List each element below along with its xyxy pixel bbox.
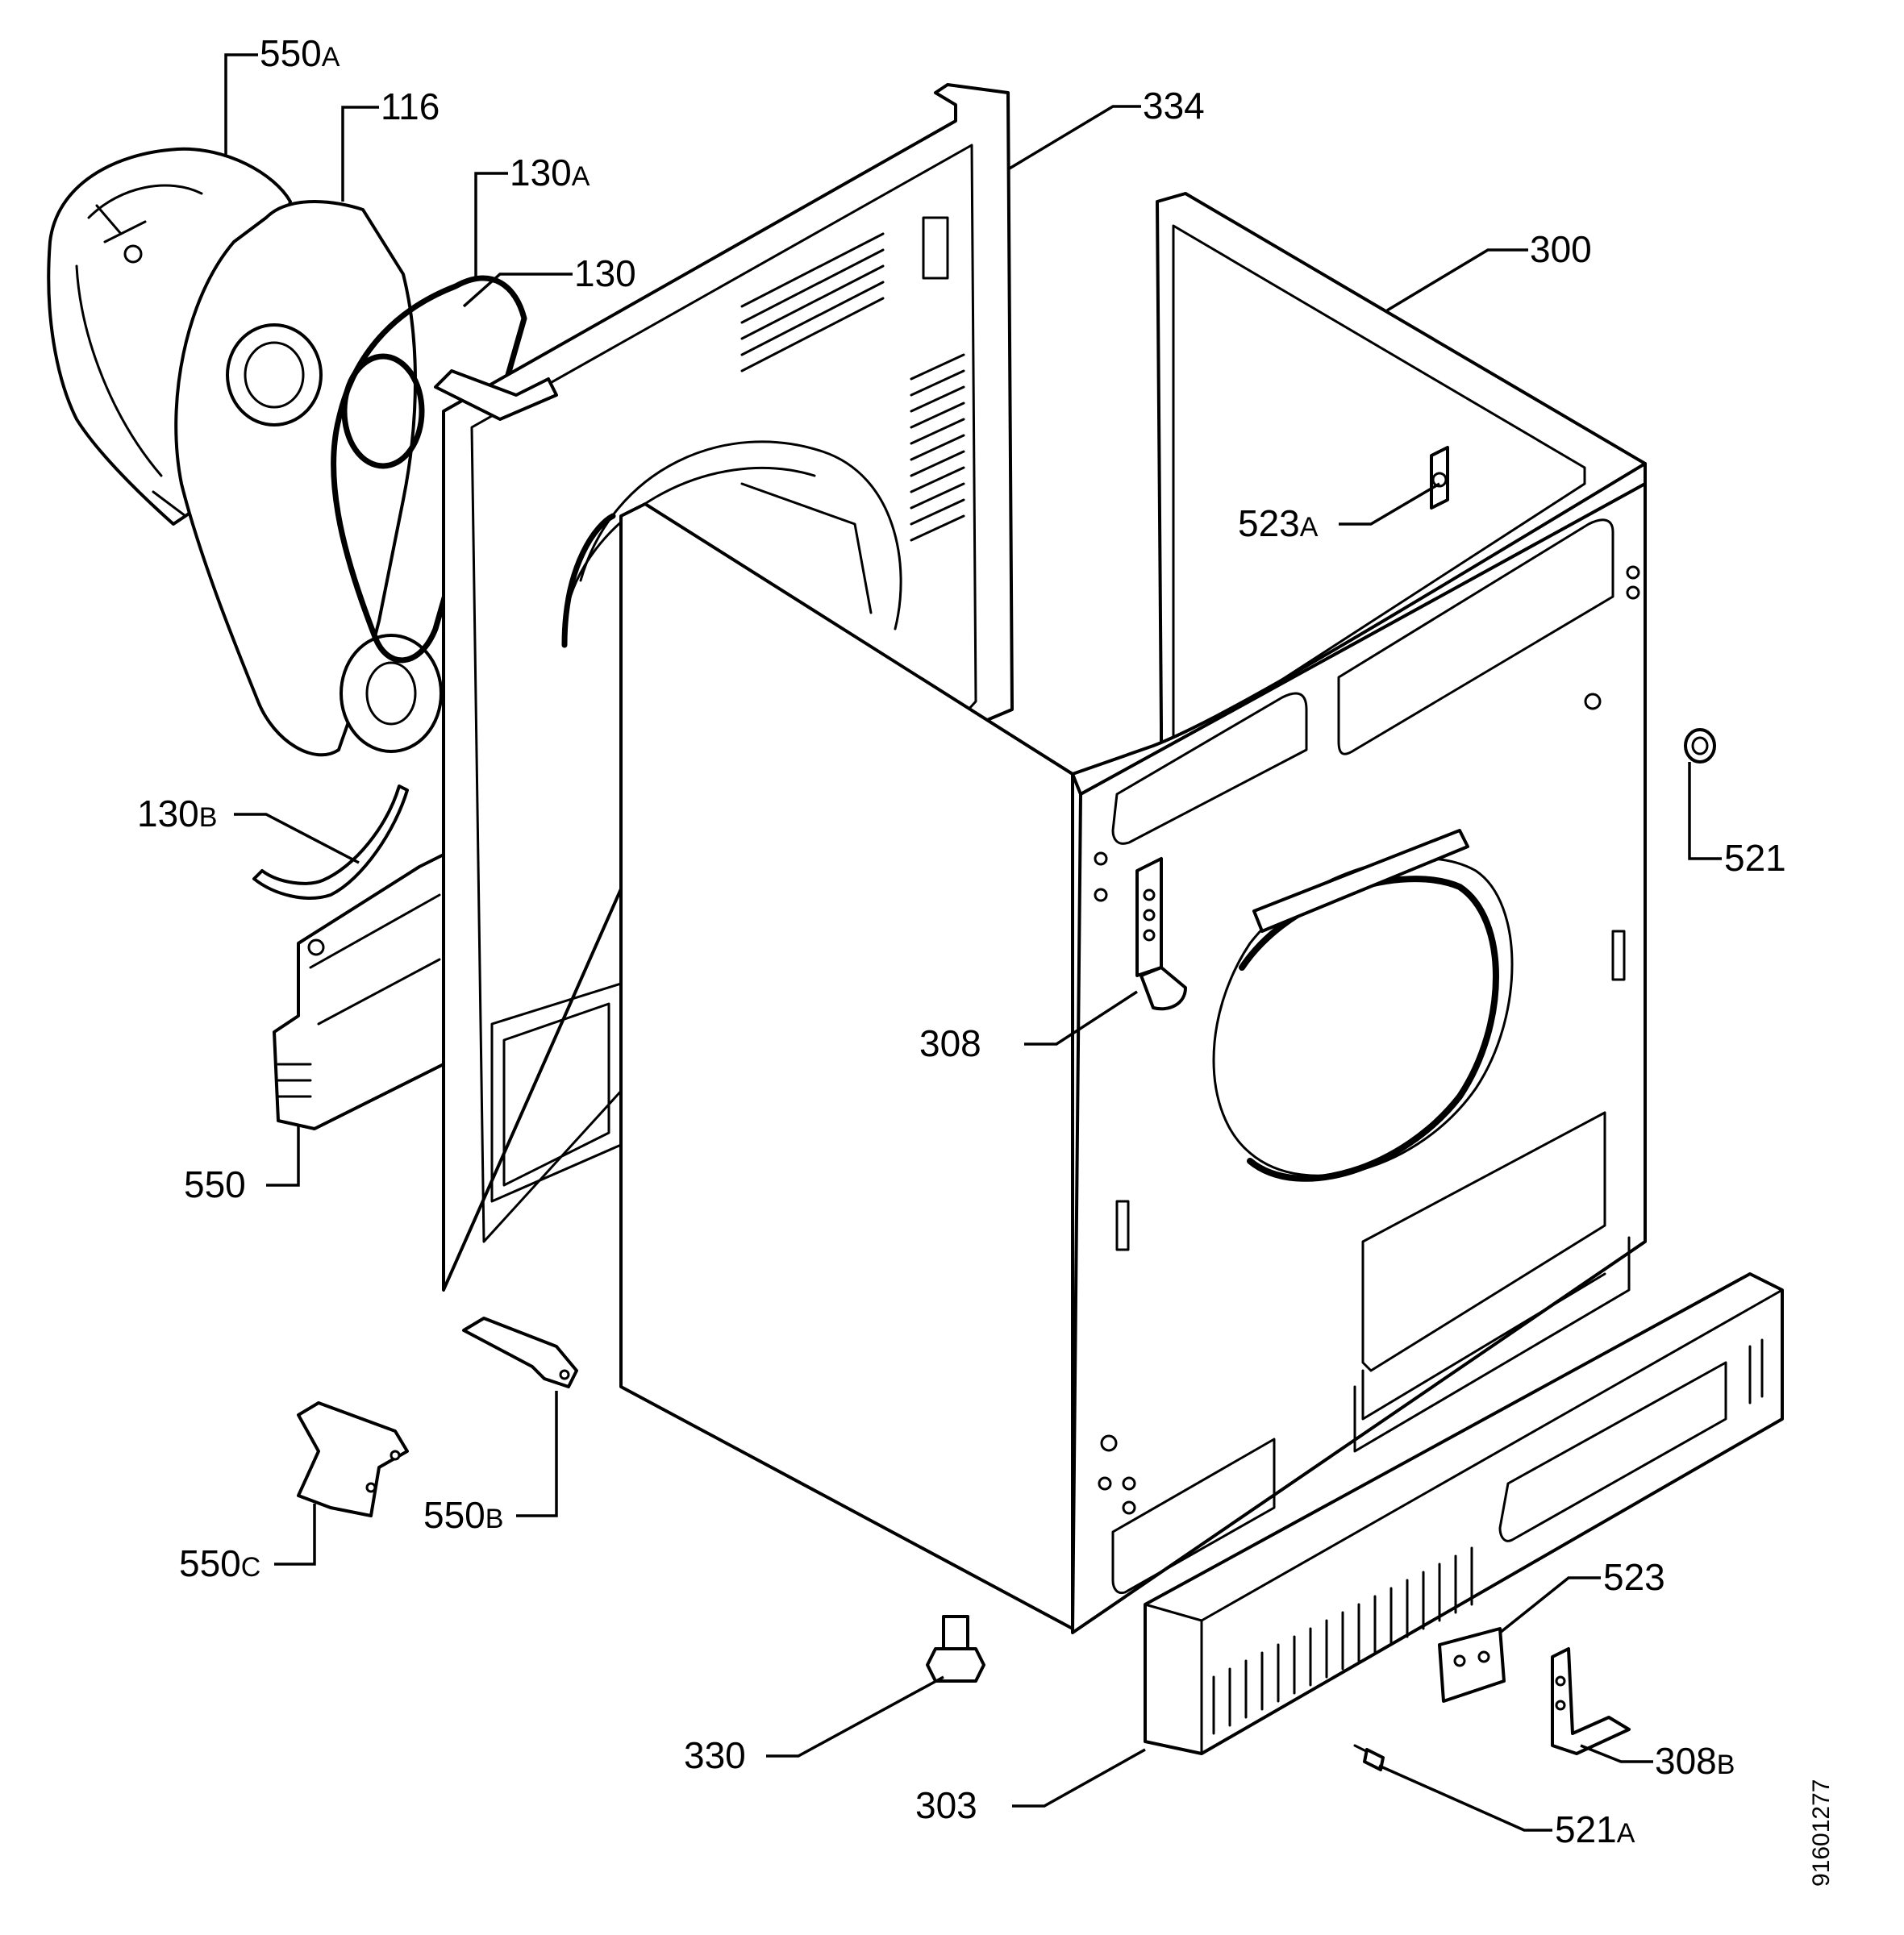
label-330: 330 — [684, 1734, 746, 1776]
part-130A-belt — [331, 275, 527, 664]
part-521-plug — [1684, 728, 1716, 764]
label-130A: 130A — [510, 152, 590, 194]
label-334: 334 — [1143, 85, 1205, 127]
label-130B: 130B — [137, 793, 217, 834]
document-number: 91601277 — [1808, 1779, 1835, 1887]
part-550B-bracket — [462, 1317, 578, 1388]
label-550: 550 — [184, 1163, 246, 1205]
part-130-seal — [341, 353, 425, 469]
leader-lines — [224, 53, 1722, 1832]
label-116: 116 — [381, 85, 440, 127]
part-308B-bracket — [1551, 1647, 1631, 1755]
label-550C: 550C — [179, 1542, 260, 1584]
part-303-kickplate — [1144, 1272, 1784, 1755]
part-130B-clip — [252, 784, 409, 900]
label-308: 308 — [919, 1022, 981, 1064]
label-523: 523 — [1603, 1556, 1665, 1598]
part-300-cabinet — [619, 192, 1647, 1634]
label-130: 130 — [574, 252, 636, 294]
part-523-plate — [1438, 1627, 1506, 1703]
label-550A: 550A — [260, 32, 340, 74]
part-550C-bracket — [297, 1401, 409, 1517]
label-300: 300 — [1530, 228, 1592, 270]
label-523A: 523A — [1238, 502, 1319, 544]
label-303: 303 — [915, 1784, 977, 1826]
label-550B: 550B — [423, 1494, 503, 1536]
part-116-rear-plate — [174, 200, 443, 757]
label-521: 521 — [1724, 837, 1786, 879]
part-521A-screw — [1353, 1744, 1385, 1771]
part-550-heater-duct — [273, 853, 445, 1130]
part-330-foot — [926, 1615, 985, 1683]
label-521A: 521A — [1555, 1808, 1635, 1850]
label-308B: 308B — [1655, 1740, 1735, 1782]
callout-labels: 550A 116 130A 130 334 300 523A 521 130B … — [137, 32, 1786, 1850]
